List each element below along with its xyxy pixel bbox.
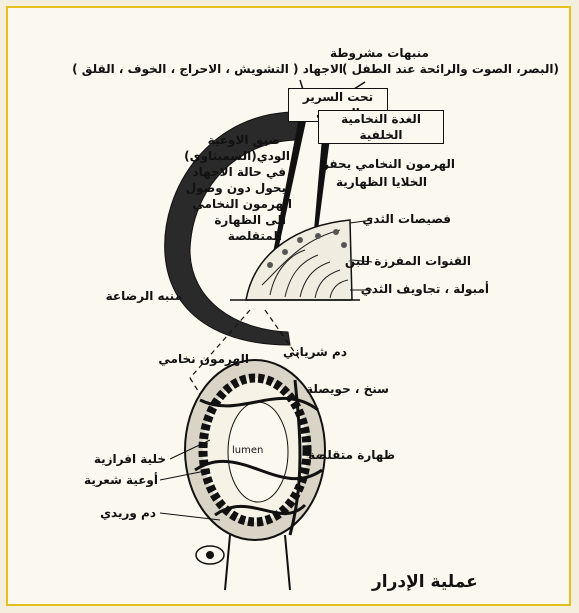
arterial-blood-label: دم شرياني bbox=[283, 345, 347, 360]
vaso-line-6: الى الظهارة bbox=[214, 213, 286, 228]
vaso-line-1: ضيق الاوعية bbox=[208, 133, 280, 148]
stimuli-list: (البصر، الصوت والرائحة عند الطفل ) bbox=[342, 62, 559, 77]
pituitary-box: الغدة النخامية الخلفية bbox=[318, 110, 444, 144]
caption: عملية الإدرار bbox=[372, 572, 478, 592]
myoepithelium-label: ظهارة متقلصة bbox=[308, 448, 395, 463]
nerve-tract-right bbox=[314, 138, 330, 230]
hormone-line-2: الخلايا الظهارية bbox=[336, 175, 427, 190]
hormone-line-1: الهرمون النخامي يحفز bbox=[322, 157, 455, 172]
lumen-label: lumen bbox=[232, 445, 263, 456]
secretory-cell-label: خلية افرازية bbox=[94, 452, 166, 467]
vaso-line-5: الهرمون النخامي bbox=[192, 197, 292, 212]
capillaries-label: أوعية شعرية bbox=[84, 473, 158, 488]
vaso-line-4: يحول دون وصول bbox=[186, 181, 286, 196]
vaso-line-3: في حالة الاجهاد bbox=[192, 165, 286, 180]
duct-stem bbox=[225, 535, 290, 590]
suckling-label: منبه الرضاعة bbox=[106, 289, 182, 304]
ampullae-label: أمبولة ، تجاويف الثدي bbox=[361, 282, 489, 297]
vaso-line-2: الودي(السمبثاوي) bbox=[184, 149, 290, 164]
alveolus-label: سنخ ، حويصلة bbox=[306, 382, 389, 397]
vaso-line-7: المتقلصة bbox=[228, 229, 282, 244]
pituitary-hormone-label: الهرمون نخامي bbox=[158, 352, 249, 367]
stress-label: الاجهاد ( التشويش ، الاحراج ، الخوف ، ال… bbox=[72, 62, 343, 77]
lobules-label: فصيصات الثدي bbox=[362, 212, 451, 227]
venous-blood-label: دم وريدي bbox=[100, 506, 156, 521]
ducts-label: القنوات المفرزة للبن bbox=[345, 254, 471, 269]
stimuli-title: منبهات مشروطة bbox=[330, 46, 429, 61]
